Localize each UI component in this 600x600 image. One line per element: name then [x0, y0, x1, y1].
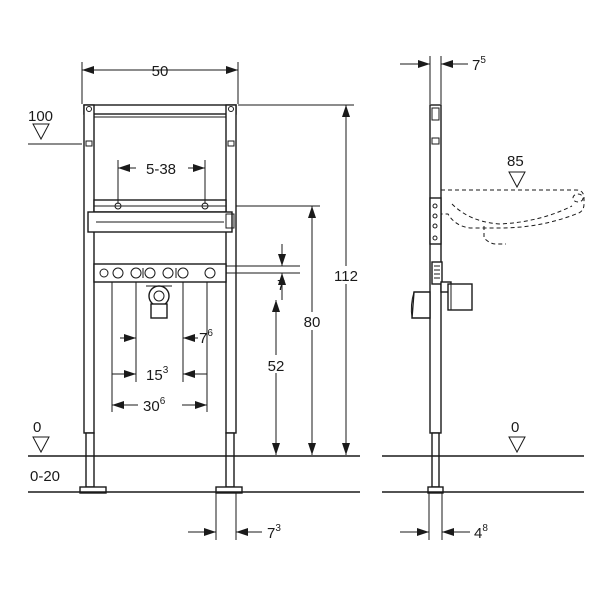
level-0-marker: 0 0-20 — [28, 419, 360, 493]
dim-52: 52 — [262, 300, 290, 455]
depth-label: 75 — [472, 55, 486, 74]
side-foot-dimension: 48 — [400, 493, 488, 542]
side-level-0-label: 0 — [511, 419, 519, 436]
level-0-label: 0 — [33, 419, 41, 436]
floor-range-label: 0-20 — [30, 468, 60, 485]
dim-7: 7 — [226, 244, 300, 300]
dim-52-label: 52 — [268, 358, 285, 375]
fitting-bar — [93, 263, 227, 319]
level-85-marker: 85 — [507, 153, 526, 189]
side-frame — [427, 104, 452, 494]
side-level-0-marker: 0 — [382, 419, 584, 493]
dim-7-6: 76 — [120, 282, 213, 347]
dim-30-6-label: 306 — [143, 396, 166, 415]
basin-rail — [87, 199, 235, 233]
rail-range-dimension: 5-38 — [117, 158, 206, 204]
frame — [79, 104, 243, 494]
dim-7-label: 7 — [277, 277, 285, 294]
width-label: 50 — [152, 63, 169, 80]
dim-15-3: 153 — [112, 345, 207, 384]
front-view: 50 100 — [28, 62, 364, 542]
dim-80: 80 — [236, 205, 326, 455]
level-85-label: 85 — [507, 153, 524, 170]
foot-dim-label: 73 — [267, 523, 281, 542]
dim-30-6: 306 — [111, 282, 208, 415]
dim-15-3-label: 153 — [146, 365, 169, 384]
dim-112-label: 112 — [334, 268, 358, 285]
waste-trap — [410, 283, 473, 319]
width-dimension: 50 — [81, 62, 239, 104]
washbasin — [440, 189, 585, 245]
level-100-label: 100 — [28, 108, 53, 125]
side-view: 75 — [382, 55, 585, 542]
foot-dimension: 73 — [188, 493, 281, 542]
rail-range-label: 5-38 — [146, 161, 176, 178]
dim-80-label: 80 — [304, 314, 321, 331]
dim-7-6-label: 76 — [199, 328, 213, 347]
depth-dimension: 75 — [400, 55, 486, 104]
dim-112: 112 — [238, 104, 364, 455]
side-foot-label: 48 — [474, 523, 488, 542]
level-100-marker: 100 — [28, 108, 82, 145]
